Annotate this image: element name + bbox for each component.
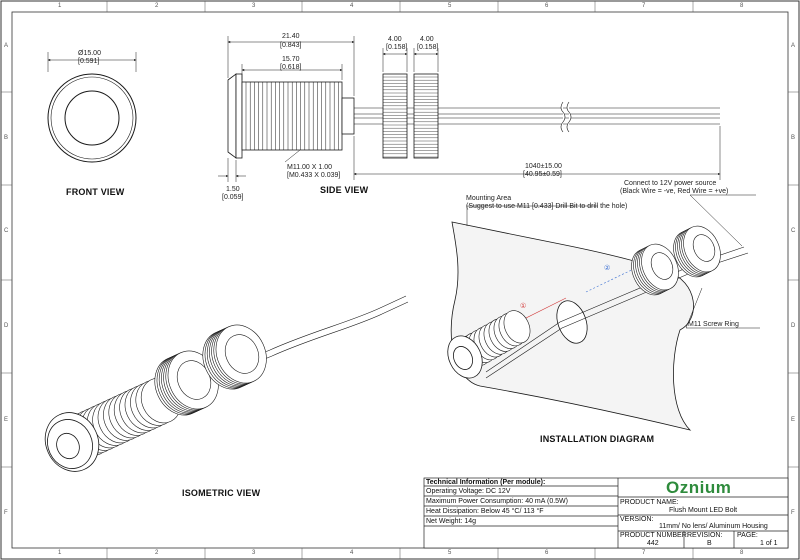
flange-thickness-label: 1.50 [226,186,240,193]
product-number-value: 442 [647,540,659,547]
grid-col-3: 3 [252,3,256,9]
operating-voltage: Operating Voltage: DC 12V [426,488,511,495]
ring1-width-label: 4.00 [388,36,402,43]
mounting-note-line1: Mounting Area [466,195,512,202]
overall-length-inch-label: [0.843] [280,42,302,49]
net-weight: Net Weight: 14g [426,518,477,525]
grid-row-e: E [4,417,9,423]
grid-row-b: B [4,135,9,141]
grid-col-8-bottom: 8 [740,550,744,556]
grid-row-e-right: E [791,417,796,423]
wire-length-inch-label: [40.95±0.59] [523,171,562,178]
ring2-width-inch-label: [0.158] [417,44,439,51]
power-consumption: Maximum Power Consumption: 40 mA (0.5W) [426,498,568,505]
installation-diagram-drawing [447,194,760,431]
grid-col-6-bottom: 6 [545,550,549,556]
flange-thickness-inch-label: [0.059] [222,194,244,201]
grid-row-a: A [4,43,9,49]
front-view-drawing [47,52,137,163]
version-label: VERSION: [620,516,654,523]
front-dia-inch-label: [0.591] [78,58,100,65]
page-value: 1 of 1 [760,540,778,547]
grid-col-8: 8 [740,3,744,9]
grid-col-1-bottom: 1 [58,550,62,556]
grid-col-7-bottom: 7 [642,550,646,556]
version-value: 11mm/ No lens/ Aluminum Housing [659,523,768,530]
wire-length-label: 1040±15.00 [525,163,562,170]
side-view-title: SIDE VIEW [320,185,369,195]
product-name-value: Flush Mount LED Bolt [669,507,738,514]
isometric-view-drawing [44,295,409,472]
revision-label: REVISION: [687,532,723,539]
overall-length-label: 21.40 [282,33,300,40]
front-view-title: FRONT VIEW [66,187,125,197]
grid-row-d-right: D [791,323,796,329]
step-2-marker: ② [604,265,611,272]
grid-col-2: 2 [155,3,159,9]
thread-spec-label: M11.00 X 1.00 [287,164,333,171]
oznium-logo: Oznium [666,478,732,497]
mounting-note-line2: (Suggest to use M11 [0.433] Drill Bit to… [466,203,628,210]
grid-col-4: 4 [350,3,354,9]
grid-col-3-bottom: 3 [252,550,256,556]
grid-row-c: C [4,228,9,234]
grid-col-4-bottom: 4 [350,550,354,556]
grid-col-7: 7 [642,3,646,9]
product-number-label: PRODUCT NUMBER: [620,532,689,539]
front-dia-label: Ø15.00 [78,50,101,57]
revision-value: B [707,540,712,547]
grid-col-2-bottom: 2 [155,550,159,556]
tech-info-title: Technical Information (Per module): [426,479,546,486]
product-name-label: PRODUCT NAME: [620,499,679,506]
thread-length-label: 15.70 [282,56,300,63]
side-view-drawing [218,36,721,182]
screw-ring-note: M11 Screw Ring [688,321,739,328]
thread-spec-inch-label: [M0.433 X 0.039] [287,172,341,179]
grid-row-a-right: A [791,43,796,49]
grid-col-1: 1 [58,3,62,9]
grid-row-b-right: B [791,135,796,141]
ring1-width-inch-label: [0.158] [386,44,408,51]
grid-row-f-right: F [791,510,795,516]
grid-row-c-right: C [791,228,796,234]
isometric-view-title: ISOMETRIC VIEW [182,488,261,498]
grid-row-d: D [4,323,9,329]
page-label: PAGE: [737,532,758,539]
heat-dissipation: Heat Dissipation: Below 45 °C/ 113 °F [426,508,544,515]
installation-diagram-title: INSTALLATION DIAGRAM [540,434,655,444]
grid-col-5-bottom: 5 [448,550,452,556]
grid-col-5: 5 [448,3,452,9]
thread-length-inch-label: [0.618] [280,64,302,71]
ring2-width-label: 4.00 [420,36,434,43]
power-note-line2: (Black Wire = -ve, Red Wire = +ve) [620,188,729,195]
grid-col-6: 6 [545,3,549,9]
grid-row-f: F [4,510,8,516]
power-note-line1: Connect to 12V power source [624,180,717,187]
title-block-frame [423,477,789,549]
step-1-marker: ① [520,303,527,310]
